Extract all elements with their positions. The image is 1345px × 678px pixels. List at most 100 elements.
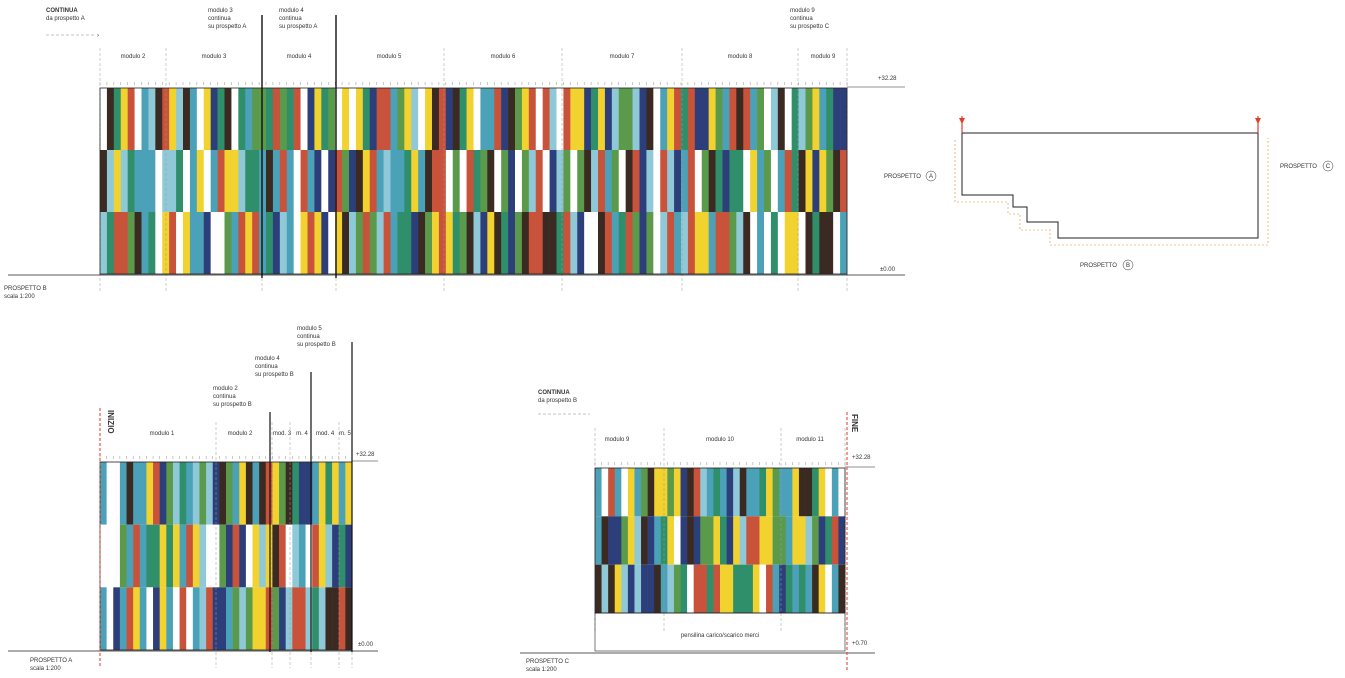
- prospetto-a-stripe: [325, 587, 333, 650]
- prospetto-b-stripe: [770, 150, 779, 212]
- prospetto-c-stripe: [673, 564, 681, 613]
- prospetto-a-stripe: [159, 462, 167, 525]
- prospetto-b-stripe: [272, 212, 281, 274]
- prospetto-b-stripe: [584, 88, 592, 150]
- prospetto-b-stripe: [272, 88, 281, 150]
- prospetto-c-stripe: [614, 516, 622, 565]
- prospetto-c-stripe: [595, 516, 602, 565]
- prospetto-b-stripe: [632, 150, 640, 212]
- prospetto-c-stripe: [687, 516, 694, 565]
- prospetto-a-stripe: [186, 462, 194, 525]
- prospetto-b-stripe: [286, 88, 294, 150]
- prospetto-c-stripe: [831, 516, 839, 565]
- plan-letter-a: A: [929, 174, 933, 180]
- prospetto-b-group: CONTINUA da prospetto A › modulo 3 conti…: [4, 8, 905, 300]
- prospetto-b-stripe: [231, 150, 239, 212]
- prospetto-a-stripe: [298, 462, 306, 525]
- prospetto-b-stripe: [563, 212, 571, 274]
- prospetto-a-stripe: [332, 462, 340, 525]
- prospetto-b-stripe: [189, 150, 198, 212]
- prospetto-b-stripe: [120, 212, 128, 274]
- prospetto-c-stripe: [759, 564, 767, 613]
- prospetto-c-stripe: [601, 564, 609, 613]
- prospetto-b-stripe: [653, 88, 661, 150]
- prospetto-b-stripe: [674, 212, 682, 274]
- prospetto-c-stripe: [627, 516, 635, 565]
- prospetto-b-stripe: [508, 150, 516, 212]
- prospetto-b-stripe: [784, 212, 792, 274]
- prospetto-b-stripe: [272, 150, 281, 212]
- prospetto-b-stripe: [722, 212, 730, 274]
- prospetto-c-stripe: [746, 468, 754, 517]
- prospetto-c-stripe: [726, 468, 734, 517]
- prospetto-a-inizio: INIZIO: [106, 410, 115, 434]
- prospetto-b-stripe: [438, 88, 447, 150]
- prospetto-b-stripe: [653, 150, 661, 212]
- prospetto-b-stripe: [535, 212, 543, 274]
- prospetto-b-stripe: [729, 88, 737, 150]
- prospetto-c-stripe: [818, 468, 826, 517]
- prospetto-b-stripe: [632, 212, 640, 274]
- prospetto-c-stripe: [680, 516, 688, 565]
- prospetto-b-stripe: [286, 150, 294, 212]
- prospetto-a-note-m2-3: su prospetto B: [213, 402, 252, 408]
- prospetto-b-stripe: [473, 212, 481, 274]
- prospetto-a-stripe: [179, 524, 187, 588]
- prospetto-b-module-label-2: modulo 2: [121, 54, 146, 60]
- prospetto-b-stripe: [777, 150, 786, 212]
- prospetto-b-stripe: [141, 150, 149, 212]
- prospetto-b-stripe: [708, 88, 716, 150]
- prospetto-a-stripe: [206, 524, 214, 588]
- plan-key-group: PROSPETTO A PROSPETTO B PROSPETTO C: [884, 116, 1334, 271]
- prospetto-b-stripe: [798, 88, 806, 150]
- prospetto-b-stripe: [196, 88, 205, 150]
- prospetto-b-stripe: [598, 212, 606, 274]
- prospetto-c-stripe: [680, 564, 688, 613]
- prospetto-a-stripe: [338, 524, 346, 588]
- prospetto-b-module-label-8: modulo 8: [728, 54, 753, 60]
- prospetto-a-stripe: [312, 587, 320, 650]
- prospetto-a-note-m4-1: modulo 4: [255, 356, 280, 362]
- prospetto-a-stripe: [159, 587, 167, 650]
- prospetto-c-stripe: [713, 516, 721, 565]
- prospetto-b-stripe: [189, 88, 198, 150]
- prospetto-b-stripe: [411, 88, 419, 150]
- prospetto-b-stripe: [743, 212, 751, 274]
- prospetto-b-stripe: [397, 88, 405, 150]
- prospetto-b-stripe: [355, 150, 364, 212]
- prospetto-b-stripe: [591, 150, 599, 212]
- prospetto-a-stripe: [292, 462, 300, 525]
- prospetto-b-stripe: [757, 212, 765, 274]
- prospetto-b-stripe: [618, 150, 626, 212]
- prospetto-b-note-left-3: su prospetto A: [208, 24, 246, 30]
- prospetto-c-stripe: [772, 516, 780, 565]
- prospetto-a-stripe: [298, 587, 306, 650]
- prospetto-c-continua-sub: da prospetto B: [538, 398, 577, 404]
- prospetto-b-stripe: [577, 212, 585, 274]
- plan-letter-b: B: [1126, 263, 1130, 269]
- prospetto-b-stripe: [349, 88, 357, 150]
- prospetto-b-stripe: [501, 212, 509, 274]
- prospetto-b-stripe: [141, 212, 149, 274]
- prospetto-c-stripe: [733, 564, 741, 613]
- prospetto-b-stripe: [667, 88, 675, 150]
- prospetto-a-stripe: [279, 524, 286, 588]
- prospetto-b-stripe: [480, 150, 488, 212]
- prospetto-a-stripe: [206, 587, 214, 650]
- prospetto-a-stripe: [146, 524, 154, 588]
- prospetto-a-stripe: [272, 524, 280, 588]
- prospetto-b-stripe: [397, 150, 405, 212]
- prospetto-b-stripe: [501, 150, 509, 212]
- prospetto-b-stripe: [584, 212, 592, 274]
- prospetto-c-stripe: [739, 516, 747, 565]
- prospetto-b-stripe: [459, 212, 467, 274]
- prospetto-b-stripe: [625, 150, 633, 212]
- prospetto-a-stripe: [199, 462, 207, 525]
- prospetto-a-scale: scala 1:200: [30, 666, 61, 672]
- prospetto-b-stripe: [314, 150, 322, 212]
- prospetto-b-stripe: [383, 88, 391, 150]
- prospetto-b-stripe: [646, 212, 654, 274]
- prospetto-b-stripe: [432, 88, 440, 150]
- prospetto-b-module-label-7: modulo 7: [610, 54, 635, 60]
- prospetto-c-stripe: [601, 516, 609, 565]
